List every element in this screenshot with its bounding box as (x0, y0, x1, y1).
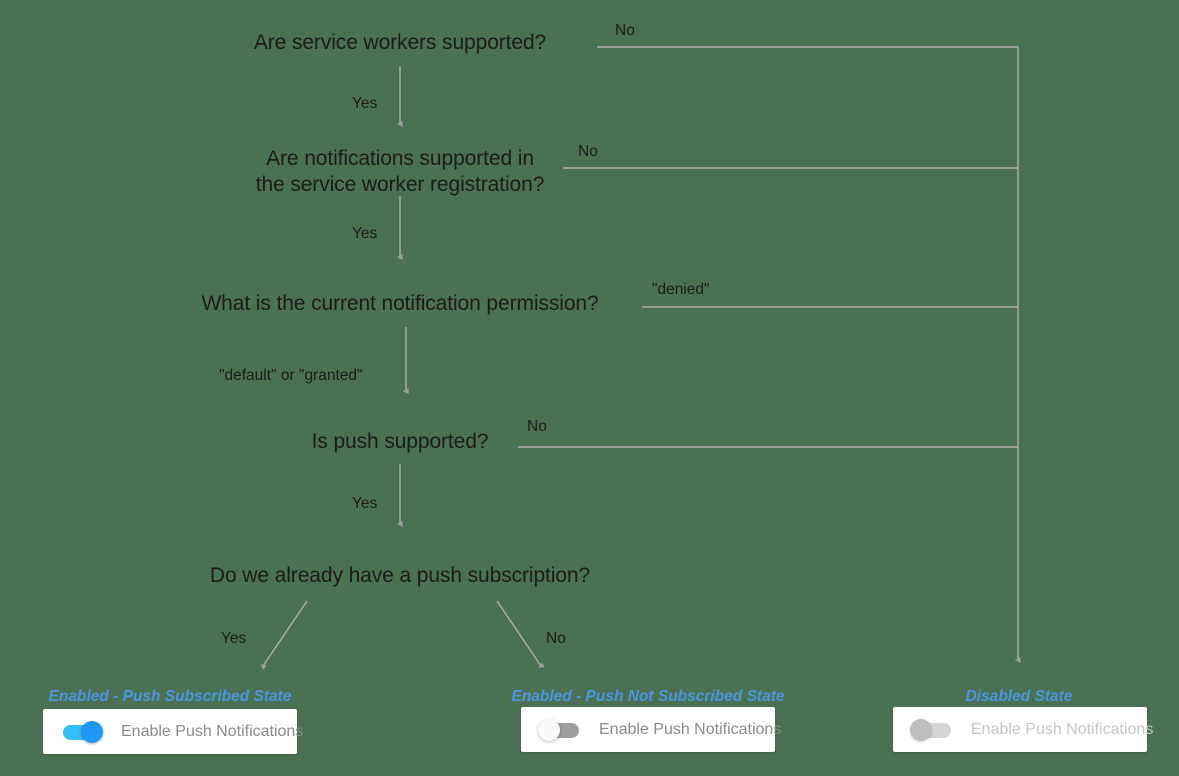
toggle-card-push-not-subscribed[interactable]: Enable Push Notifications (521, 707, 781, 752)
toggle-label-push-not-subscribed: Enable Push Notifications (599, 720, 782, 738)
edge-label-q3-default-granted: "default" or "granted" (219, 367, 363, 384)
decision-push-supported-label: Is push supported? (311, 430, 489, 453)
toggle-label-push-subscribed: Enable Push Notifications (121, 722, 304, 740)
decision-notifications-supported-line1: Are notifications supported in (266, 147, 534, 170)
edge-label-q3-denied: "denied" (652, 281, 710, 298)
edge-label-q4-yes: Yes (352, 495, 378, 512)
edge-q5-yes (260, 600, 308, 670)
edge-label-q4-no: No (527, 418, 547, 435)
decision-service-workers-label: Are service workers supported? (253, 31, 547, 54)
edge-q1-no (597, 46, 1021, 663)
state-label-disabled: Disabled State (965, 688, 1073, 705)
toggle-card-push-subscribed[interactable]: Enable Push Notifications (43, 709, 303, 754)
edge-label-q2-no: No (578, 143, 598, 160)
toggle-knob (81, 720, 103, 743)
decision-notifications-supported: Are notifications supported in the servi… (0, 146, 800, 198)
decision-existing-subscription-label: Do we already have a push subscription? (209, 564, 591, 587)
edge-label-q1-yes: Yes (352, 95, 378, 112)
decision-notification-permission: What is the current notification permiss… (0, 291, 800, 317)
state-label-push-subscribed: Enabled - Push Subscribed State (48, 688, 292, 705)
toggle-label-disabled: Enable Push Notifications (971, 720, 1154, 738)
state-label-push-not-subscribed: Enabled - Push Not Subscribed State (511, 688, 785, 705)
decision-push-supported: Is push supported? (0, 429, 800, 455)
push-toggle-off[interactable] (537, 717, 583, 743)
decision-existing-subscription: Do we already have a push subscription? (0, 563, 800, 589)
edge-label-q2-yes: Yes (352, 225, 378, 242)
edge-label-q1-no: No (615, 22, 635, 39)
toggle-knob (538, 718, 560, 741)
edge-q5-no (496, 600, 545, 668)
push-toggle-on[interactable] (59, 719, 105, 745)
toggle-knob (910, 718, 932, 741)
edge-label-q5-yes: Yes (221, 630, 247, 647)
decision-notifications-supported-line2: the service worker registration? (255, 173, 545, 196)
decision-service-workers: Are service workers supported? (0, 30, 800, 56)
toggle-card-disabled: Enable Push Notifications (893, 707, 1153, 752)
decision-notification-permission-label: What is the current notification permiss… (201, 292, 599, 315)
edge-label-q5-no: No (546, 630, 566, 647)
push-toggle-disabled (909, 717, 955, 743)
